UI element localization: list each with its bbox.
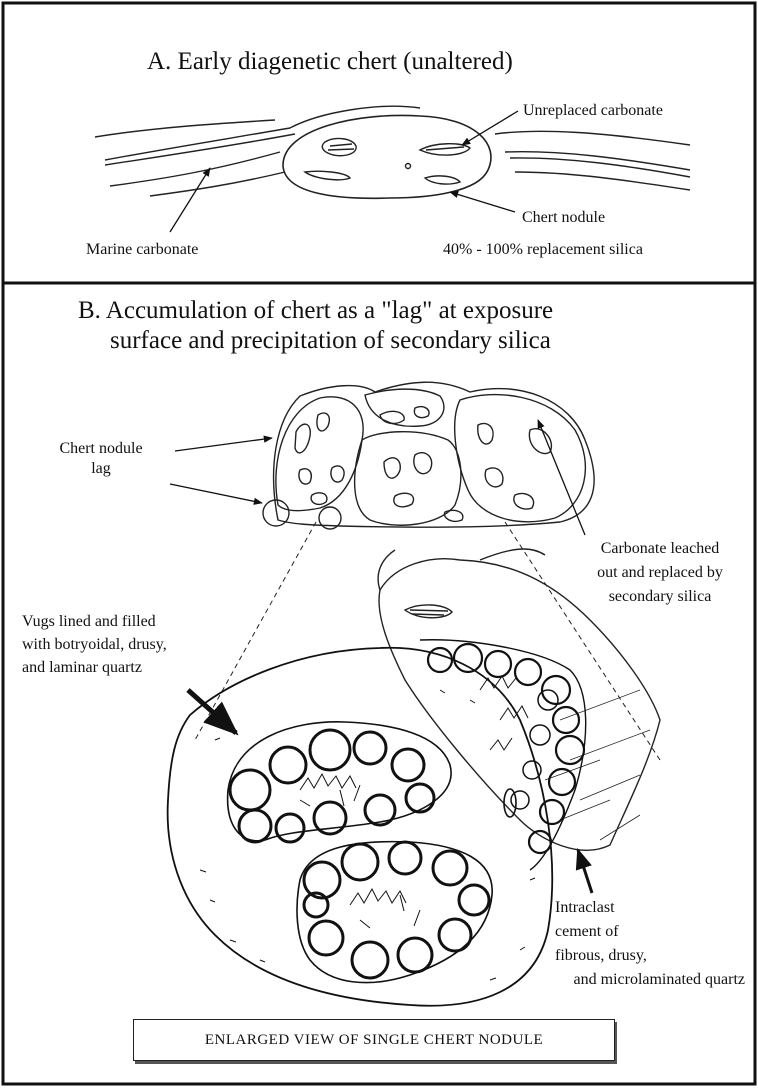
label-carbonate-leached: Carbonate leached out and replaced by se…	[560, 537, 758, 609]
label-vugs-line3: and laminar quartz	[22, 656, 167, 679]
arrow-cement	[578, 850, 592, 893]
arrow-chert-nodule	[450, 192, 515, 212]
label-cement-line3: fibrous, drusy,	[520, 944, 745, 968]
label-vugs: Vugs lined and filled with botryoidal, d…	[22, 610, 167, 680]
chert-lag-drawing	[263, 382, 594, 529]
panel-b-title-line1: B. Accumulation of chert as a "lag" at e…	[78, 296, 553, 326]
label-vugs-line2: with botryoidal, drusy,	[22, 633, 167, 656]
label-leached-line2: out and replaced by	[560, 561, 758, 585]
panel-a-title: A. Early diagenetic chert (unaltered)	[147, 47, 513, 77]
label-intraclast-cement: Intraclast cement of fibrous, drusy, and…	[520, 896, 745, 992]
label-chert-nodule-lag: Chert nodule lag	[36, 439, 166, 480]
label-leached-line1: Carbonate leached	[560, 537, 758, 561]
label-unreplaced-carbonate: Unreplaced carbonate	[523, 101, 663, 121]
arrow-lag-lower	[170, 484, 262, 503]
arrow-marine-carbonate	[170, 168, 210, 232]
label-replacement-silica: 40% - 100% replacement silica	[443, 240, 643, 260]
label-vugs-line1: Vugs lined and filled	[22, 610, 167, 633]
label-leached-line3: secondary silica	[560, 585, 758, 609]
label-cement-line2: cement of	[520, 920, 745, 944]
label-marine-carbonate: Marine carbonate	[86, 240, 198, 260]
caption-enlarged-view: ENLARGED VIEW OF SINGLE CHERT NODULE	[133, 1019, 615, 1061]
arrow-lag-upper	[175, 438, 272, 451]
panel-b-title-line2: surface and precipitation of secondary s…	[110, 326, 551, 356]
label-lag-line2: lag	[36, 459, 166, 479]
label-chert-nodule: Chert nodule	[522, 208, 605, 228]
label-cement-line4: and microlaminated quartz	[520, 968, 745, 992]
arrow-carbonate-leached	[538, 420, 585, 535]
chert-nodule-a	[283, 115, 491, 198]
enlarged-chert-nodule	[168, 648, 553, 1006]
label-lag-line1: Chert nodule	[36, 439, 166, 459]
projection-line-left	[195, 522, 316, 740]
label-cement-line1: Intraclast	[520, 896, 745, 920]
